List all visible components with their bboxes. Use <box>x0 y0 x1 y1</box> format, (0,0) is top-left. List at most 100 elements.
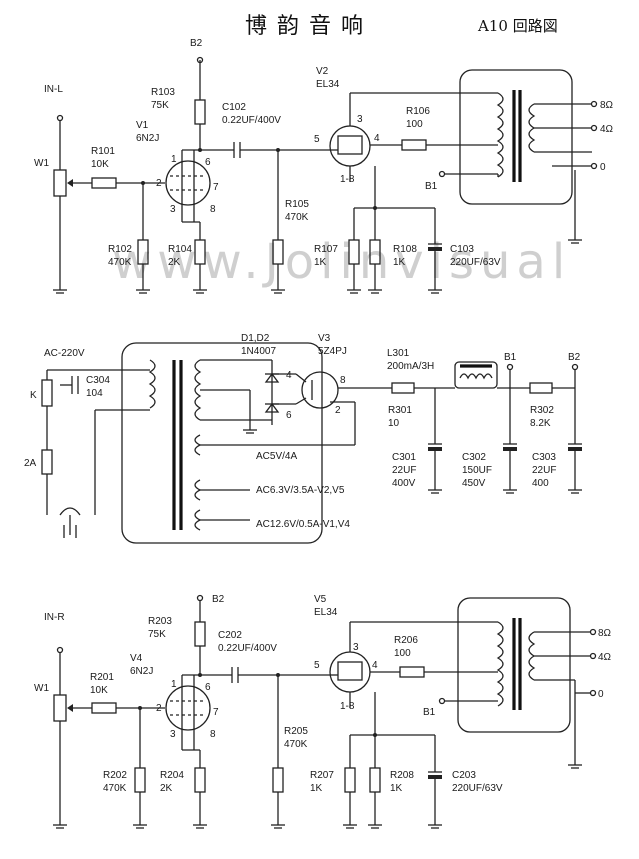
diodes-type: 1N4007 <box>241 346 276 357</box>
v5-ref: V5 <box>314 594 327 605</box>
volume-pot <box>53 694 67 722</box>
left-channel-stage: IN-L W1 R101 10K R102 470K V1 6N2J 1 2 3… <box>34 38 614 294</box>
pt-6v3-winding <box>194 479 202 501</box>
v3-ref: V3 <box>318 333 331 344</box>
r302-value: 8.2K <box>530 418 551 429</box>
mains-plug <box>59 507 81 516</box>
input-label: IN-R <box>44 612 65 623</box>
b1-terminal <box>438 170 446 178</box>
opt-secondary-winding <box>528 631 536 681</box>
r302-ref: R302 <box>530 405 554 416</box>
pt-primary-winding <box>148 359 156 409</box>
tube-v1 <box>165 160 211 206</box>
v4-ref: V4 <box>130 653 143 664</box>
spk-tap-4 <box>590 124 598 132</box>
b1-label: B1 <box>423 707 436 718</box>
v2-pin: 1-8 <box>340 174 355 185</box>
capacitor-c301 <box>428 447 442 451</box>
v4-pin: 8 <box>210 729 216 740</box>
pt-hv-winding <box>194 359 202 421</box>
r101-value: 10K <box>91 159 109 170</box>
tube-v3-rectifier <box>301 371 339 409</box>
v1-pin: 6 <box>205 157 211 168</box>
r205-value: 470K <box>284 739 308 750</box>
c301-value: 22UF <box>392 465 416 476</box>
tap-8-label: 8Ω <box>598 628 612 639</box>
c301-ref: C301 <box>392 452 416 463</box>
r301-value: 10 <box>388 418 400 429</box>
r203-value: 75K <box>148 629 166 640</box>
b2-terminal <box>196 594 204 602</box>
r103-ref: R103 <box>151 87 175 98</box>
v3-pin: 4 <box>286 370 292 381</box>
spk-tap-0 <box>590 162 598 170</box>
b2-label: B2 <box>212 594 225 605</box>
v5-pin: 3 <box>353 642 359 653</box>
r105-value: 470K <box>285 212 309 223</box>
r104-ref: R104 <box>168 244 192 255</box>
c102-value: 0.22UF/400V <box>222 115 281 126</box>
mains-label: AC-220V <box>44 348 85 359</box>
v2-pin: 5 <box>314 134 320 145</box>
c202-ref: C202 <box>218 630 242 641</box>
resistor-r301 <box>391 382 415 394</box>
r107-value: 1K <box>314 257 327 268</box>
v3-pin: 6 <box>286 410 292 421</box>
input-terminal <box>56 646 64 654</box>
r108-value: 1K <box>393 257 406 268</box>
v4-type: 6N2J <box>130 666 153 677</box>
c302-voltage: 450V <box>462 478 486 489</box>
winding-5v-label: AC5V/4A <box>256 451 297 462</box>
mains-switch <box>41 379 53 407</box>
v1-type: 6N2J <box>136 133 159 144</box>
v2-pin: 3 <box>357 114 363 125</box>
v1-ref: V1 <box>136 120 149 131</box>
resistor-r201 <box>91 702 117 714</box>
brand-title: 博韵音响 <box>245 14 373 39</box>
r204-ref: R204 <box>160 770 184 781</box>
resistor-r206 <box>399 666 425 678</box>
winding-6v3-label: AC6.3V/3.5A-V2,V5 <box>256 485 345 496</box>
v4-pin: 1 <box>171 679 177 690</box>
resistor-r208 <box>369 767 381 793</box>
switch-label: K <box>30 390 37 401</box>
c303-voltage: 400 <box>532 478 549 489</box>
v5-pin: 5 <box>314 660 320 671</box>
power-transformer <box>121 342 323 544</box>
r204-value: 2K <box>160 783 173 794</box>
v4-pin: 7 <box>213 707 219 718</box>
opt-primary-winding <box>496 92 504 178</box>
resistor-r106 <box>401 139 427 151</box>
v3-pin: 8 <box>340 375 346 386</box>
pot-wiper <box>67 704 73 712</box>
resistor-r103 <box>194 99 206 125</box>
output-transformer <box>457 597 571 733</box>
r208-value: 1K <box>390 783 403 794</box>
r202-ref: R202 <box>103 770 127 781</box>
diode-d1 <box>264 372 280 383</box>
resistor-r205 <box>272 767 284 793</box>
tube-v2 <box>329 125 371 167</box>
resistor-r101 <box>91 177 117 189</box>
v4-pin: 2 <box>156 703 162 714</box>
pot-label: W1 <box>34 158 49 169</box>
capacitor-c103 <box>428 247 442 251</box>
v1-pin: 2 <box>156 178 162 189</box>
b1-rail-label: B1 <box>504 352 517 363</box>
r104-value: 2K <box>168 257 181 268</box>
c203-ref: C203 <box>452 770 476 781</box>
c304-value: 104 <box>86 388 103 399</box>
output-transformer <box>459 69 573 205</box>
right-channel-stage: IN-R W1 R201 10K R202 470K V4 6N2J 1 2 3… <box>34 594 612 829</box>
spk-tap-8 <box>589 628 597 636</box>
c203-value: 220UF/63V <box>452 783 503 794</box>
fuse-label: 2A <box>24 458 37 469</box>
c103-value: 220UF/63V <box>450 257 501 268</box>
tube-v5 <box>329 651 371 693</box>
r105-ref: R105 <box>285 199 309 210</box>
v4-pin: 3 <box>170 729 176 740</box>
r207-ref: R207 <box>310 770 334 781</box>
r203-ref: R203 <box>148 616 172 627</box>
tap-8-label: 8Ω <box>600 100 614 111</box>
